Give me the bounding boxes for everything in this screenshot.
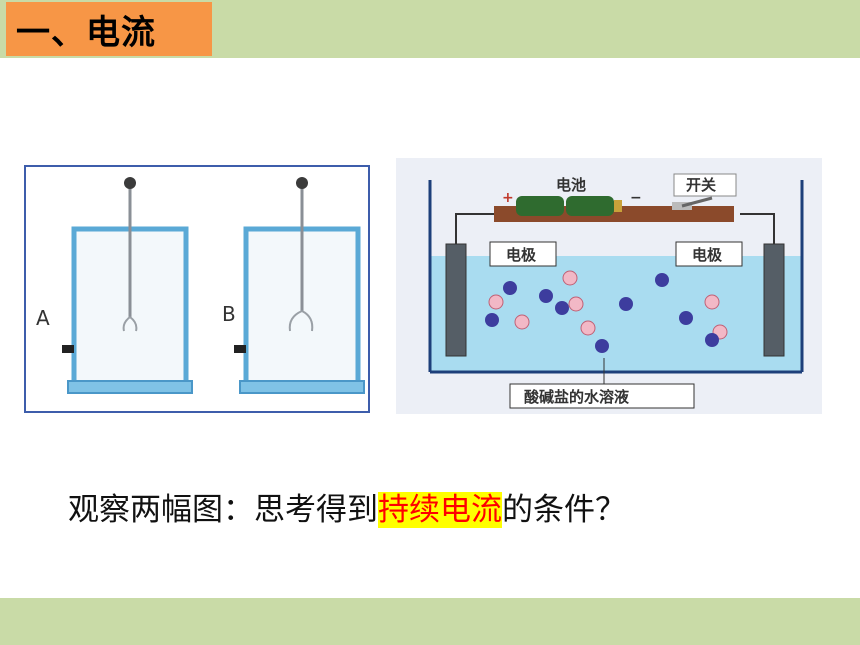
caption-before: 观察两幅图：思考得到 — [68, 492, 378, 528]
electrolysis-figure: + − 电池 开关 电极 电极 — [396, 158, 822, 414]
minus-sign: − — [630, 190, 642, 206]
section-title-box: 一、电流 — [6, 2, 212, 56]
electrolysis-illustration: + − 电池 开关 电极 电极 — [428, 173, 804, 409]
question-caption: 观察两幅图：思考得到持续电流的条件？ — [68, 484, 626, 529]
label-a: A — [36, 306, 50, 330]
electrode-left-label: 电极 — [506, 246, 537, 264]
switch-label: 开关 — [686, 176, 716, 194]
caption-after: 的条件？ — [502, 492, 626, 528]
solution-label: 酸碱盐的水溶液 — [524, 388, 630, 406]
battery-label: 电池 — [556, 176, 586, 194]
electrode-right-label: 电极 — [692, 246, 723, 264]
caption-highlight: 持续电流 — [378, 492, 502, 528]
section-title: 一、电流 — [16, 12, 156, 53]
footer-bar — [0, 598, 860, 645]
electroscope-illustration: A B — [36, 177, 365, 394]
ions — [485, 270, 728, 353]
label-b: B — [222, 302, 236, 326]
header-bar: 一、电流 — [0, 0, 860, 58]
electroscope-b: B — [222, 177, 365, 394]
plus-sign: + — [502, 190, 514, 206]
electroscope-figure: A B — [24, 165, 370, 413]
electroscope-a: A — [36, 177, 193, 394]
